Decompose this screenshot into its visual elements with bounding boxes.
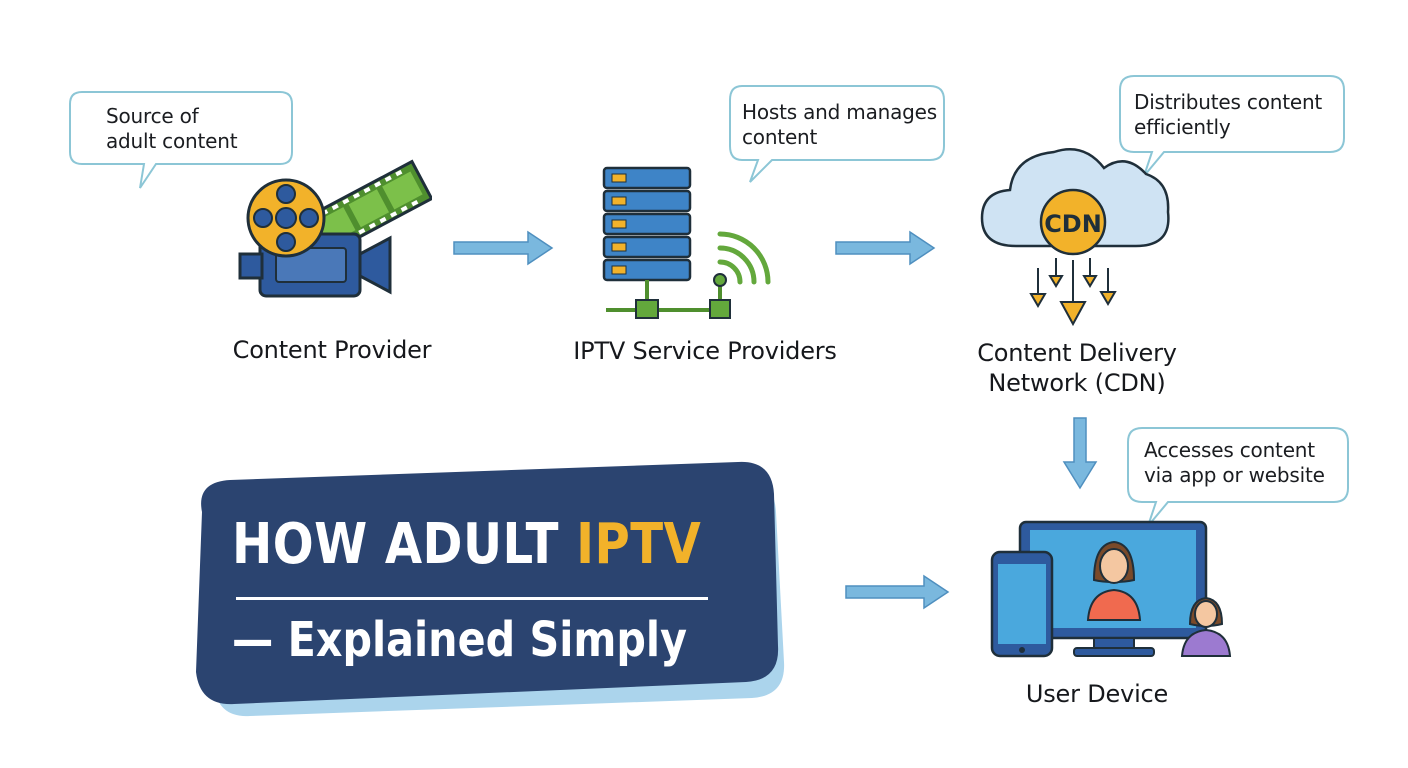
bubble-line: Hosts and manages [742, 100, 937, 124]
flow-arrow-title-to-device [845, 574, 950, 610]
node-label-cdn-line1: Content Delivery [977, 339, 1177, 367]
bubble-line: via app or website [1144, 463, 1325, 487]
bubble-cdn: Distributes content efficiently [1118, 74, 1348, 177]
node-label-cdn-line2: Network (CDN) [988, 369, 1166, 397]
title-accent: IPTV [576, 512, 702, 577]
bubble-shape [1119, 75, 1345, 177]
flow-arrow-provider-to-iptv [453, 230, 554, 266]
flow-arrow-iptv-to-cdn [835, 230, 936, 266]
node-label-content-provider: Content Provider [232, 336, 432, 364]
node-label-cdn: Content Delivery Network (CDN) [970, 338, 1184, 398]
server-rack-icon [602, 166, 771, 319]
bubble-line: content [742, 125, 818, 149]
cloud-cdn-icon: CDN [980, 148, 1170, 327]
flow-arrow-cdn-to-device [1062, 417, 1098, 490]
bubble-line: Source of [106, 104, 199, 128]
film-camera-icon [238, 159, 432, 298]
title-banner [196, 461, 785, 717]
bubble-line: efficiently [1134, 115, 1231, 139]
bubble-shape [69, 91, 293, 189]
title-divider [236, 597, 708, 600]
bubble-shape [1127, 427, 1349, 527]
bubble-iptv-service: Hosts and manages content [728, 84, 948, 184]
title-main-text: HOW ADULT [232, 512, 577, 577]
title-main: HOW ADULT IPTV [232, 512, 701, 577]
bubble-line: adult content [106, 129, 238, 153]
bubble-line: Accesses content [1144, 438, 1315, 462]
title-subtitle: — Explained Simply [232, 612, 687, 668]
devices-icon [990, 520, 1232, 658]
bubble-line: Distributes content [1134, 90, 1323, 114]
bubble-user-device: Accesses content via app or website [1126, 426, 1352, 527]
bubble-content-provider: Source of adult content [68, 90, 294, 189]
node-label-user-device: User Device [1025, 680, 1169, 708]
node-label-iptv-service: IPTV Service Providers [573, 337, 837, 365]
cdn-badge-text: CDN [1044, 210, 1102, 238]
bubble-shape [729, 85, 945, 183]
